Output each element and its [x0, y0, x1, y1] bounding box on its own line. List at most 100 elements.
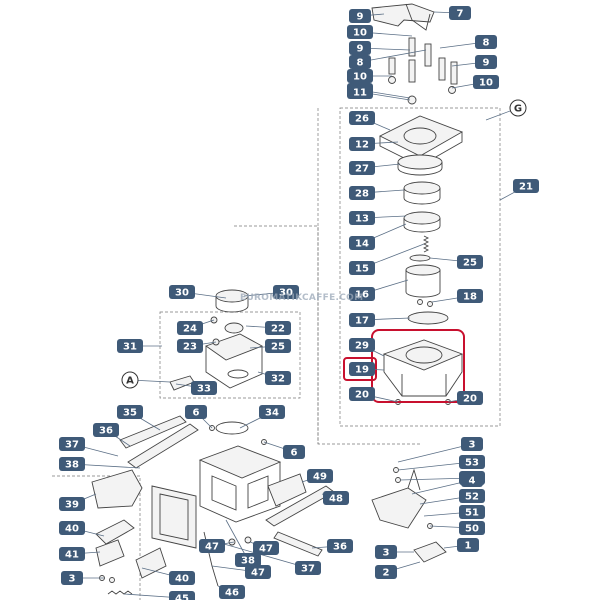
callout-8: 8 [475, 35, 497, 49]
screw [388, 57, 396, 75]
screw [450, 61, 458, 85]
callout-label: 7 [457, 9, 464, 20]
seal-25 [409, 254, 431, 262]
callout-47: 47 [245, 565, 271, 579]
callout-9: 9 [349, 41, 371, 55]
callout-label: 3 [383, 548, 390, 559]
callout-box [199, 539, 225, 553]
callout-box [457, 255, 483, 269]
screw [424, 43, 432, 67]
mount-body [205, 346, 263, 389]
bracket-49 [267, 473, 307, 507]
callout-label: 51 [465, 508, 479, 519]
lever-40 [95, 519, 135, 545]
callout-label: 36 [99, 426, 113, 437]
callout-label: 24 [183, 324, 197, 335]
callout-box [459, 505, 485, 519]
callout-label: 12 [355, 140, 369, 151]
callout-box [307, 469, 333, 483]
callout-label: 19 [355, 365, 369, 376]
chassis-window [211, 475, 237, 511]
callout-48: 48 [323, 491, 349, 505]
washer [448, 86, 456, 94]
circle-label-G: G [509, 99, 527, 117]
circle-label-A: A [121, 371, 139, 389]
callout-label: 33 [197, 384, 211, 395]
microswitch-1 [413, 541, 447, 563]
callout-box [245, 565, 271, 579]
callout-28: 28 [349, 186, 375, 200]
callout-47: 47 [199, 539, 225, 553]
callout-label: 28 [355, 189, 369, 200]
callout-51: 51 [459, 505, 485, 519]
callout-14: 14 [349, 236, 375, 250]
callout-label: 26 [355, 114, 369, 125]
o-ring-34 [215, 421, 249, 435]
callout-40: 40 [59, 521, 85, 535]
callout-45: 45 [169, 591, 195, 600]
callout-16: 16 [349, 287, 375, 301]
ring-27-side [397, 162, 443, 176]
circle-label-layer: GA [121, 99, 527, 389]
burr-28-side [403, 188, 441, 205]
callout-20: 20 [349, 387, 375, 401]
callout-41: 41 [59, 547, 85, 561]
callout-17: 17 [349, 313, 375, 327]
callout-22: 22 [265, 321, 291, 335]
spring-45 [107, 590, 133, 595]
callout-box [349, 362, 375, 376]
callout-label: 4 [469, 476, 476, 487]
callout-9: 9 [349, 9, 371, 23]
highlight-box-label [343, 357, 377, 381]
callout-10: 10 [347, 69, 373, 83]
callout-36: 36 [327, 539, 353, 553]
callout-box [169, 591, 195, 600]
screw-column-left [388, 37, 458, 105]
callout-13: 13 [349, 211, 375, 225]
nut-50 [395, 477, 401, 483]
chassis-slot [247, 475, 269, 509]
callout-layer: 9710898109101011261227281314152516181729… [59, 6, 539, 600]
top-spring-clip [405, 3, 431, 31]
callout-label: 30 [279, 288, 293, 299]
motor-mount-assembly [169, 289, 264, 391]
callout-box [349, 313, 375, 327]
callout-label: 45 [175, 594, 189, 600]
callout-box [59, 547, 85, 561]
callout-box [59, 437, 85, 451]
housing-19-top [382, 339, 464, 371]
main-chassis [127, 421, 335, 587]
callout-label: 37 [65, 440, 79, 451]
callout-box [349, 137, 375, 151]
callout-50: 50 [459, 521, 485, 535]
leader-line [397, 443, 473, 463]
callout-26: 26 [349, 111, 375, 125]
callout-label: 3 [469, 440, 476, 451]
callout-box [283, 445, 305, 459]
callout-15: 15 [349, 261, 375, 275]
housing-19-bore [405, 346, 443, 364]
callout-label: 39 [65, 500, 79, 511]
callout-box [475, 35, 497, 49]
pin-18 [417, 299, 423, 305]
callout-label: 48 [329, 494, 343, 505]
callout-box [457, 289, 483, 303]
callout-10: 10 [347, 25, 373, 39]
callout-box [327, 539, 353, 553]
frame-group-g [339, 107, 501, 427]
cup-16-top [405, 264, 441, 276]
callout-label: 20 [355, 390, 369, 401]
screw [408, 37, 416, 57]
circle-text: A [126, 376, 134, 387]
callout-3: 3 [461, 437, 483, 451]
callout-box [375, 565, 397, 579]
callout-box [265, 371, 291, 385]
callout-box [375, 545, 397, 559]
circle-marker [121, 371, 139, 389]
callout-box [349, 161, 375, 175]
switch-41 [95, 539, 125, 567]
watermark-text: EUROMATIKCAFFE.COM [240, 293, 363, 303]
callout-label: 52 [465, 492, 479, 503]
callout-3: 3 [375, 545, 397, 559]
callout-box [347, 85, 373, 99]
